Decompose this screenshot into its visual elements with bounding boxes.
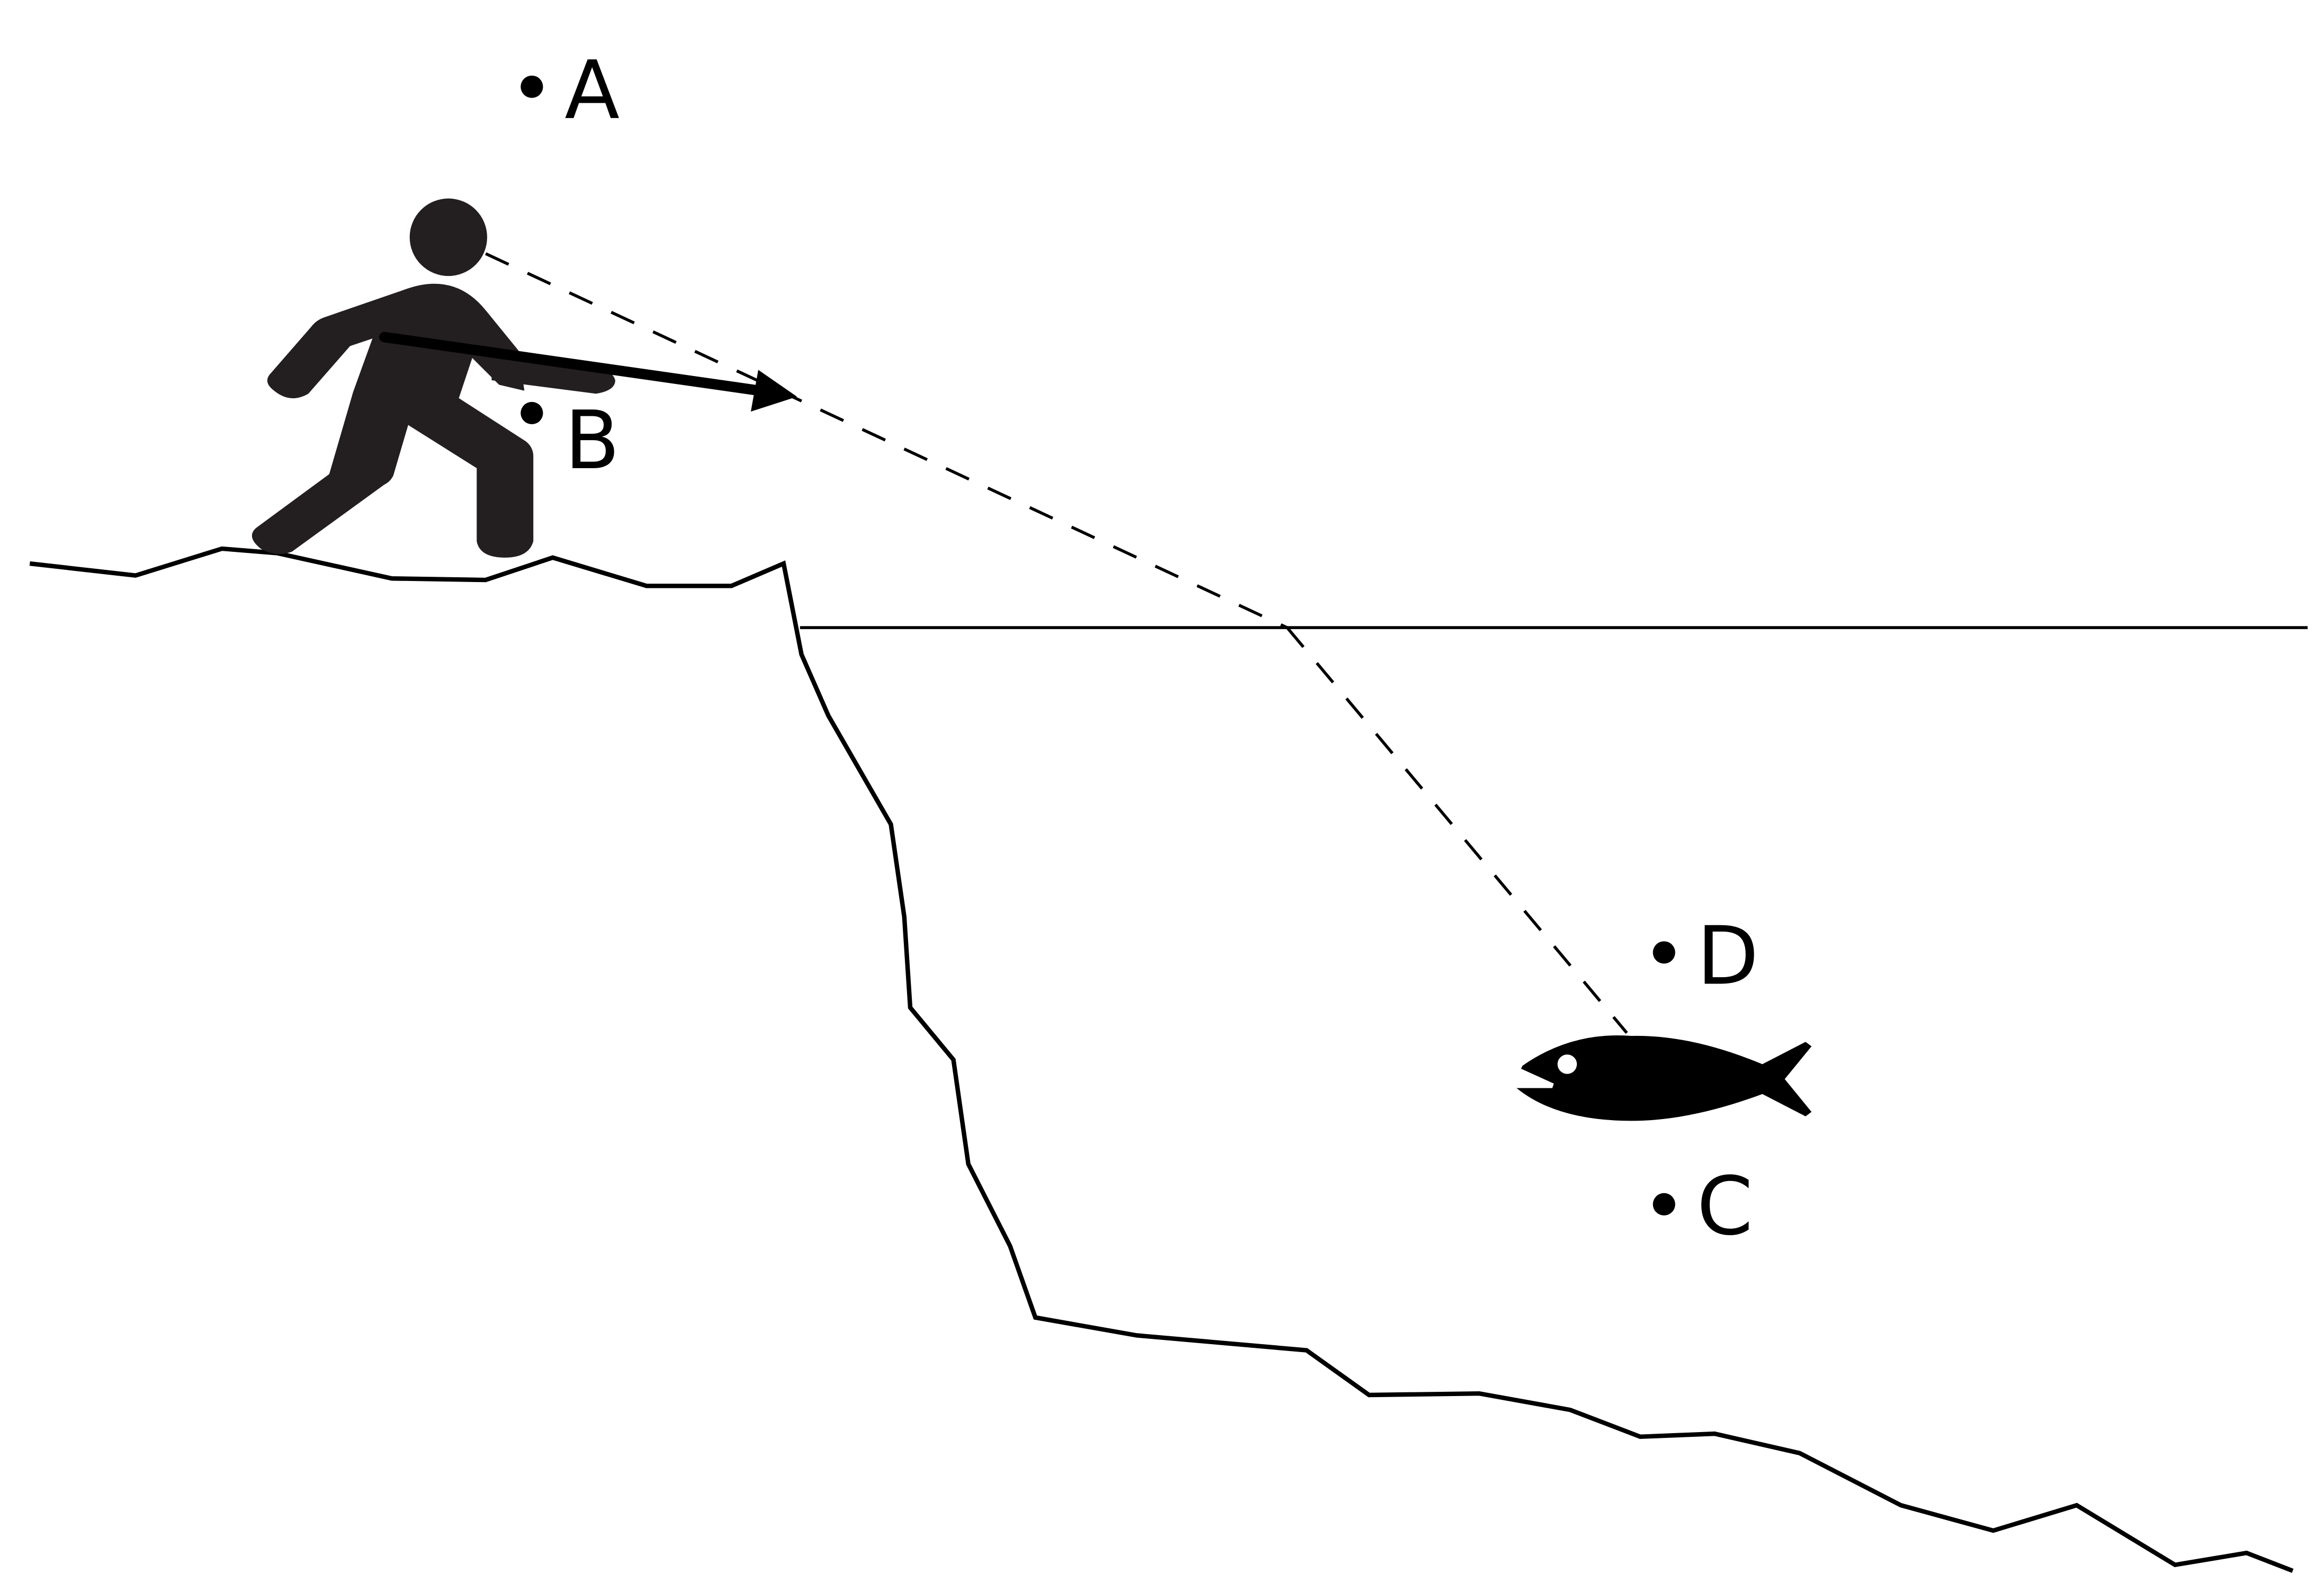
spear-fisher-figure <box>252 198 615 558</box>
point-c: C <box>1653 1159 1753 1253</box>
fish-icon <box>1517 1035 1812 1121</box>
point-a-label: A <box>564 43 620 137</box>
point-b-label: B <box>564 393 620 487</box>
spear-tip <box>750 370 797 412</box>
point-d-label: D <box>1697 909 1759 1003</box>
fish-eye <box>1557 1054 1577 1074</box>
point-b: B <box>521 393 620 487</box>
point-a: A <box>521 43 620 137</box>
sight-line-below-water <box>1286 627 1628 1034</box>
point-d-dot <box>1653 941 1675 964</box>
person-forearm <box>491 352 615 394</box>
ground-profile <box>29 546 2294 1573</box>
point-a-dot <box>521 75 543 98</box>
spear-shaft <box>379 332 765 396</box>
point-c-label: C <box>1697 1159 1753 1253</box>
sight-line-above-water <box>484 252 1288 629</box>
point-d: D <box>1653 909 1759 1003</box>
point-c-dot <box>1653 1193 1675 1215</box>
fish-body <box>1517 1035 1812 1121</box>
point-b-dot <box>521 401 543 425</box>
person-head <box>409 198 488 276</box>
spear-arrow <box>379 332 797 412</box>
person-body <box>252 283 534 558</box>
